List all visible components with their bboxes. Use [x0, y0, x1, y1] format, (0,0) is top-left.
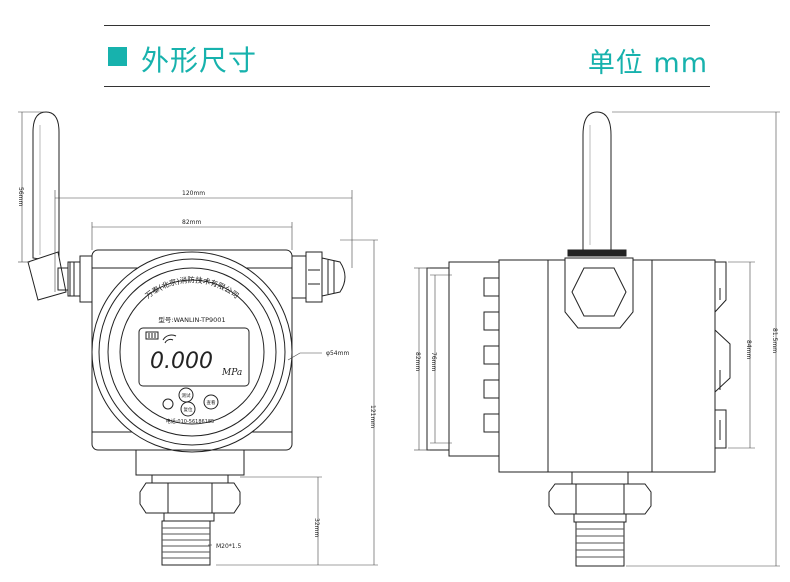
model-label: 型号:WANLIN-TP9001 [158, 315, 225, 324]
side-dimensions [414, 111, 780, 567]
dim-left-outer-label: 82mm [414, 352, 421, 371]
button-test-label: 测试 [182, 392, 191, 399]
view-button [203, 394, 219, 410]
hex-nut [139, 482, 241, 514]
dim-left-inner-label: 76mm [430, 352, 437, 371]
button-view-label: 查看 [207, 399, 216, 406]
unit-label: 单位 mm [587, 48, 708, 79]
front-dimensions [18, 111, 378, 566]
wifi-icon [162, 334, 177, 344]
button-reset-label: 复位 [184, 406, 193, 413]
dim-antenna-label: 56mm [17, 187, 24, 206]
dim-height-label: 121mm [369, 405, 376, 428]
reset-button [180, 401, 196, 417]
side-hex-nut [548, 483, 652, 515]
lcd-screen [138, 327, 250, 387]
dim-thread-length-label: 32mm [313, 518, 320, 537]
side-view [426, 111, 731, 567]
phone-label: 电话:010-56186185 [166, 418, 214, 425]
display-value: 0.000 [150, 349, 213, 374]
front-view [27, 111, 346, 566]
thread [161, 520, 211, 566]
neck [135, 449, 245, 476]
cable-gland [291, 251, 346, 303]
bezel-outer [91, 251, 293, 453]
antenna [27, 111, 93, 303]
dim-total-height-label: 81.5mm [771, 328, 778, 353]
thread-spec-label: M20*1.5 [216, 543, 242, 550]
display-unit: MPa [221, 368, 242, 378]
side-antenna [582, 111, 612, 251]
side-thread [575, 521, 625, 567]
header-top-rule [104, 25, 710, 26]
dial-face [119, 279, 265, 425]
header-square-icon [108, 47, 127, 66]
dim-diameter-label: φ54mm [326, 350, 349, 357]
section-title: 外形尺寸 [141, 44, 258, 77]
right-fins [714, 261, 727, 313]
header-bottom-rule [104, 86, 710, 87]
dim-right-inner-label: 84mm [745, 340, 752, 359]
dim-total-width-label: 120mm [182, 190, 205, 197]
dim-body-width-label: 82mm [182, 219, 201, 226]
